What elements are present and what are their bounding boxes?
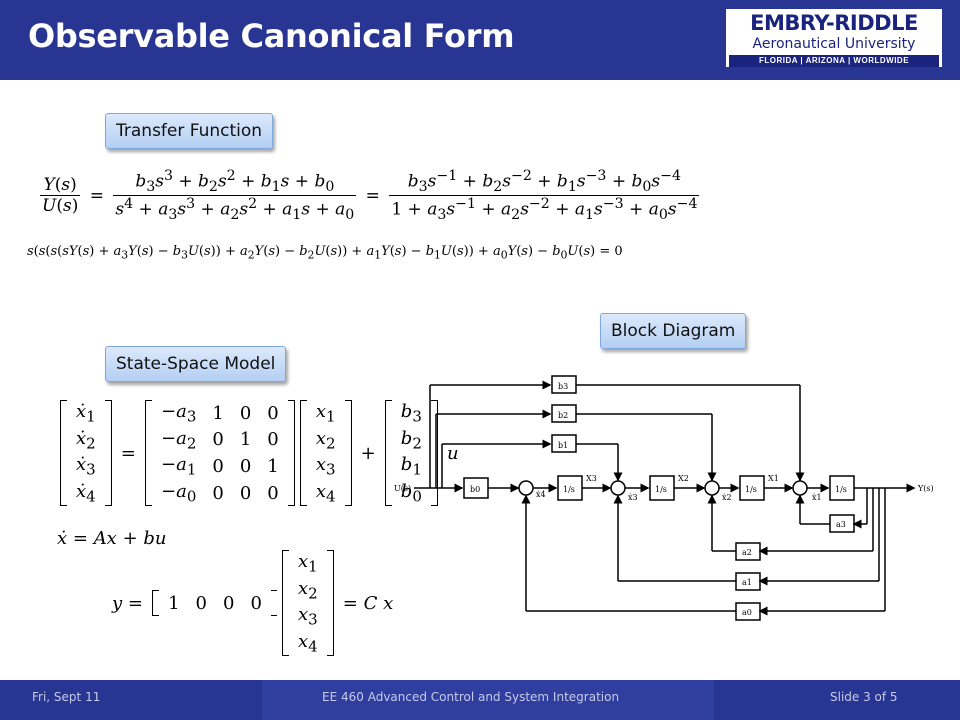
gain-a1: a1 [742,578,752,587]
transfer-function-label: Transfer Function [105,113,274,149]
slide-title: Observable Canonical Form [28,17,515,55]
gain-a2: a2 [742,548,752,557]
signal-x4: ẋ4 [536,490,546,499]
gain-b0: b0 [470,485,480,494]
integrator-2: 1/s [655,485,667,494]
header-bar: Observable Canonical Form EMBRY-RIDDLE A… [0,0,960,80]
diagram-input-label: U(s) [394,484,411,493]
gain-a0: a0 [742,608,752,617]
university-logo: EMBRY-RIDDLE Aeronautical University FLO… [726,9,942,67]
state-space-label: State-Space Model [105,346,287,382]
nested-equation: s(s(s(sY(s) + a3Y(s) − b3U(s)) + a2Y(s) … [27,244,623,262]
signal-xdot3: ẋ3 [628,493,638,502]
footer-center [262,680,714,720]
diagram-output-label: Y(s) [917,484,934,493]
compact-state-equation: ẋ = Ax + bu [57,528,167,549]
signal-x2: X2 [678,474,689,483]
gain-b1: b1 [558,441,568,450]
signal-xdot1: ẋ1 [812,493,822,502]
integrator-3: 1/s [745,485,757,494]
signal-x3: X3 [586,474,597,483]
block-diagram-label: Block Diagram [600,313,747,349]
logo-wordmark: EMBRY-RIDDLE [750,11,918,35]
block-diagram: U(s) Y(s) b0 b1 b2 b3 a3 a2 a1 a0 1/s 1/… [394,375,934,621]
signal-xdot2: ẋ2 [722,493,732,502]
footer-date: Fri, Sept 11 [32,690,101,704]
footer-slide-number: Slide 3 of 5 [830,690,898,704]
signal-x1: X1 [768,474,779,483]
gain-a3: a3 [836,520,846,529]
footer-course: EE 460 Advanced Control and System Integ… [322,690,620,704]
integrator-1: 1/s [563,485,575,494]
gain-b3: b3 [558,382,568,391]
integrator-4: 1/s [835,485,847,494]
gain-b2: b2 [558,411,568,420]
logo-campuses: FLORIDA | ARIZONA | WORLDWIDE [729,55,939,67]
logo-subtitle: Aeronautical University [752,36,916,52]
